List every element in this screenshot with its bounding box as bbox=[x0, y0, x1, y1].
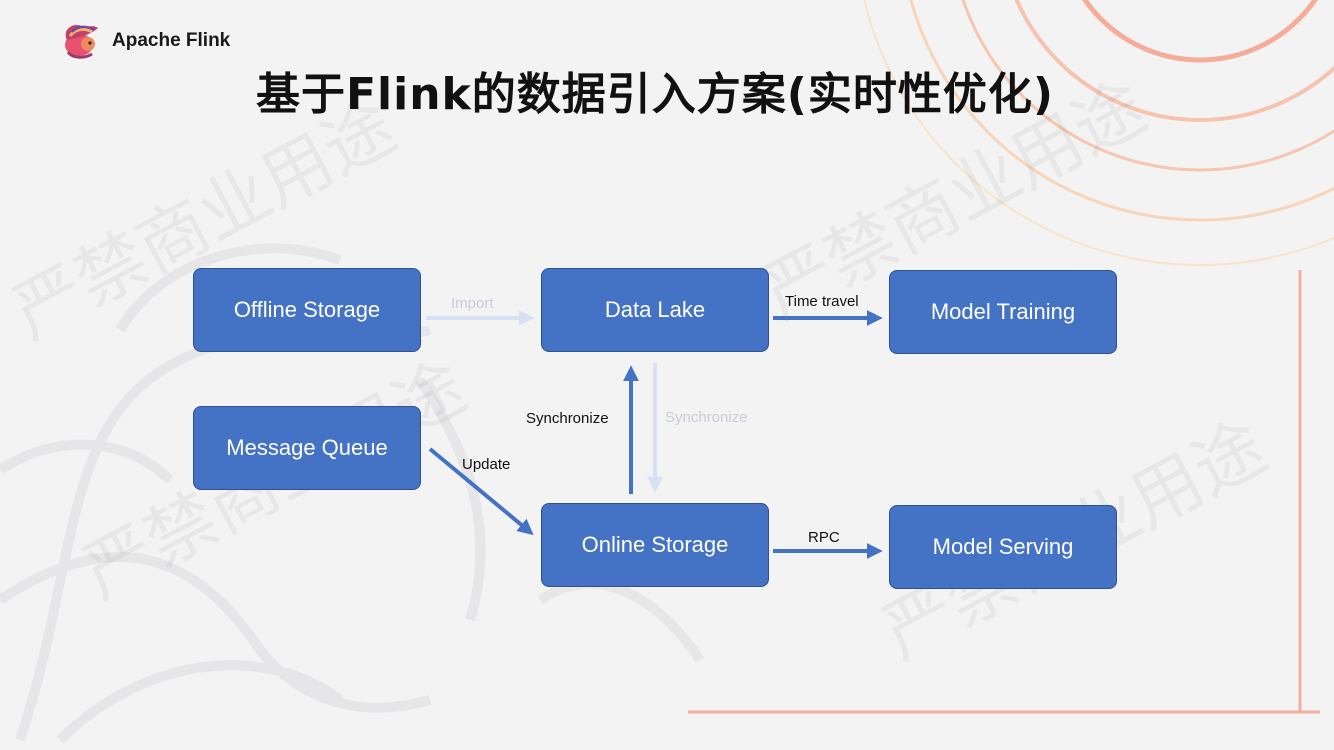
update-arrow bbox=[428, 447, 534, 536]
node-model-training: Model Training bbox=[889, 270, 1117, 354]
node-data-lake: Data Lake bbox=[541, 268, 769, 352]
node-online-storage: Online Storage bbox=[541, 503, 769, 587]
label-import: Import bbox=[451, 295, 494, 312]
label-time-travel: Time travel bbox=[785, 293, 859, 310]
page-title: 基于Flink的数据引入方案(实时性优化) bbox=[255, 69, 1055, 120]
label-update: Update bbox=[462, 456, 511, 473]
flink-squirrel-icon bbox=[65, 24, 98, 59]
label-rpc: RPC bbox=[808, 529, 840, 546]
node-offline-storage: Offline Storage bbox=[193, 268, 421, 352]
logo-text: Apache Flink bbox=[112, 30, 231, 51]
brand-logo[interactable]: Apache Flink bbox=[62, 22, 230, 60]
label-synchronize-up: Synchronize bbox=[526, 410, 609, 427]
label-synchronize-down: Synchronize bbox=[665, 409, 748, 426]
node-message-queue: Message Queue bbox=[193, 406, 421, 490]
node-model-serving: Model Serving bbox=[889, 505, 1117, 589]
